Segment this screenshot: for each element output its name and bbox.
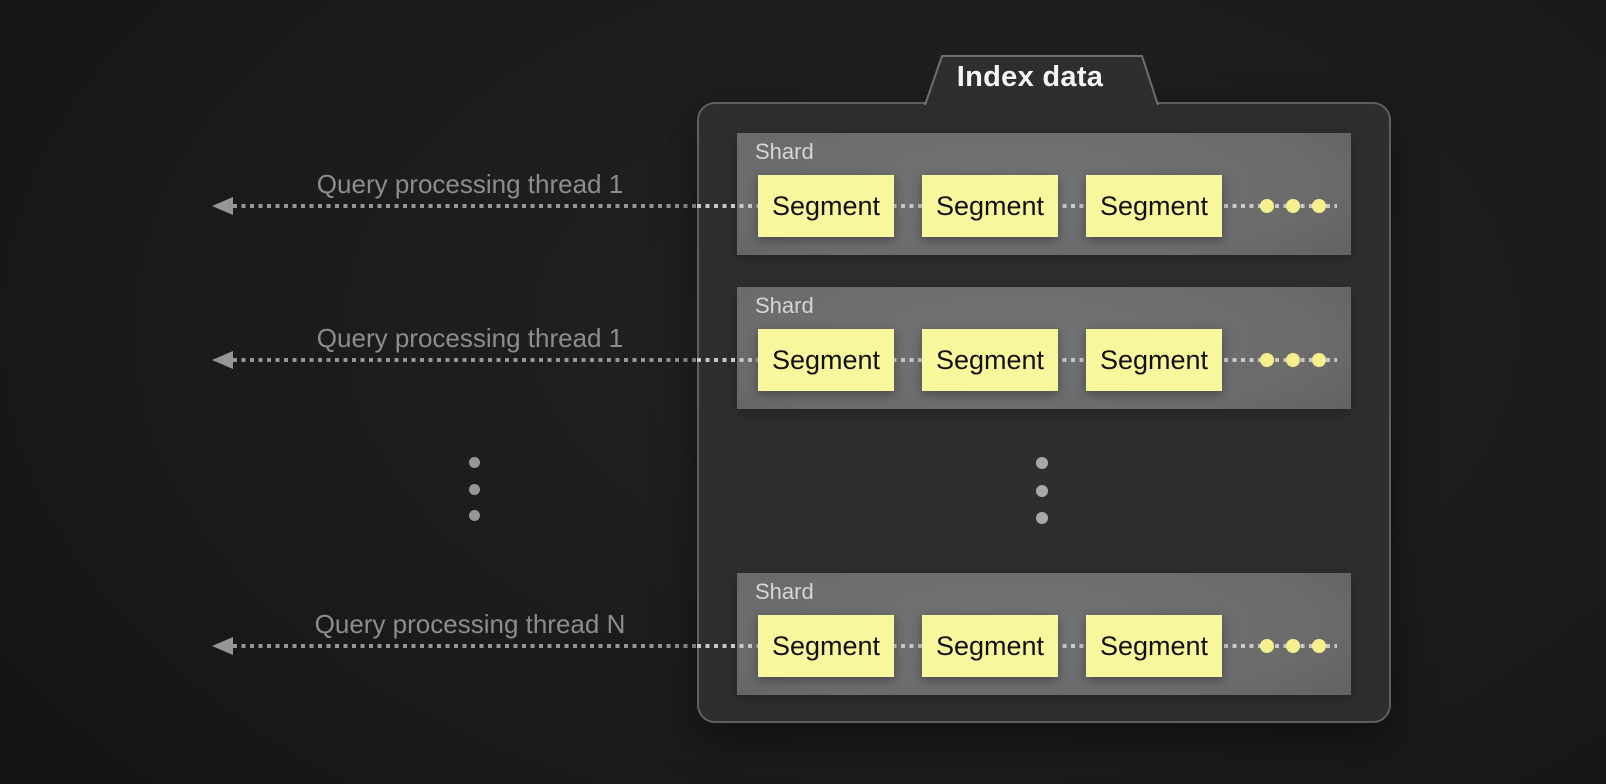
shard-label: Shard: [755, 139, 814, 164]
segment-overflow-dot: [1260, 353, 1274, 367]
shard-box: Shard Segment Segment Segment: [697, 133, 1351, 255]
dotted-flow-line: [233, 644, 697, 648]
segment-overflow-dot: [1312, 199, 1326, 213]
segment-overflow-dot: [1260, 199, 1274, 213]
shard-box: Shard Segment Segment Segment: [697, 573, 1351, 695]
segment-overflow-dot: [1260, 639, 1274, 653]
index-data-tab-shape: [924, 55, 1159, 106]
segment-box: Segment: [1086, 615, 1222, 677]
dotted-flow-line: [233, 358, 697, 362]
segment-box: Segment: [1086, 329, 1222, 391]
segment-box: Segment: [758, 175, 894, 237]
segment-box: Segment: [922, 329, 1058, 391]
thread-label: Query processing thread 1: [316, 169, 624, 199]
segment-box: Segment: [1086, 175, 1222, 237]
thread-label: Query processing thread N: [314, 609, 626, 639]
shard-label: Shard: [755, 579, 814, 604]
left-arrowhead-icon: [212, 351, 233, 369]
segment-box: Segment: [922, 615, 1058, 677]
segment-overflow-dot: [1312, 639, 1326, 653]
index-data-panel: Shard Segment Segment Segment Shard Segm…: [697, 102, 1391, 723]
ellipsis-dot: [1036, 485, 1048, 497]
shard-label: Shard: [755, 293, 814, 318]
dotted-flow-line: [233, 204, 697, 208]
left-arrowhead-icon: [212, 197, 233, 215]
ellipsis-dot: [469, 457, 480, 468]
left-arrowhead-icon: [212, 637, 233, 655]
ellipsis-dot: [469, 510, 480, 521]
segment-overflow-dot: [1312, 353, 1326, 367]
index-data-tab-label: Index data: [956, 61, 1104, 93]
segment-overflow-dot: [1286, 353, 1300, 367]
segment-overflow-dot: [1286, 199, 1300, 213]
ellipsis-dot: [1036, 457, 1048, 469]
thread-label: Query processing thread 1: [316, 323, 624, 353]
segment-box: Segment: [758, 615, 894, 677]
ellipsis-dot: [1036, 512, 1048, 524]
segment-box: Segment: [758, 329, 894, 391]
ellipsis-dot: [469, 484, 480, 495]
shard-box: Shard Segment Segment Segment: [697, 287, 1351, 409]
segment-overflow-dot: [1286, 639, 1300, 653]
segment-box: Segment: [922, 175, 1058, 237]
